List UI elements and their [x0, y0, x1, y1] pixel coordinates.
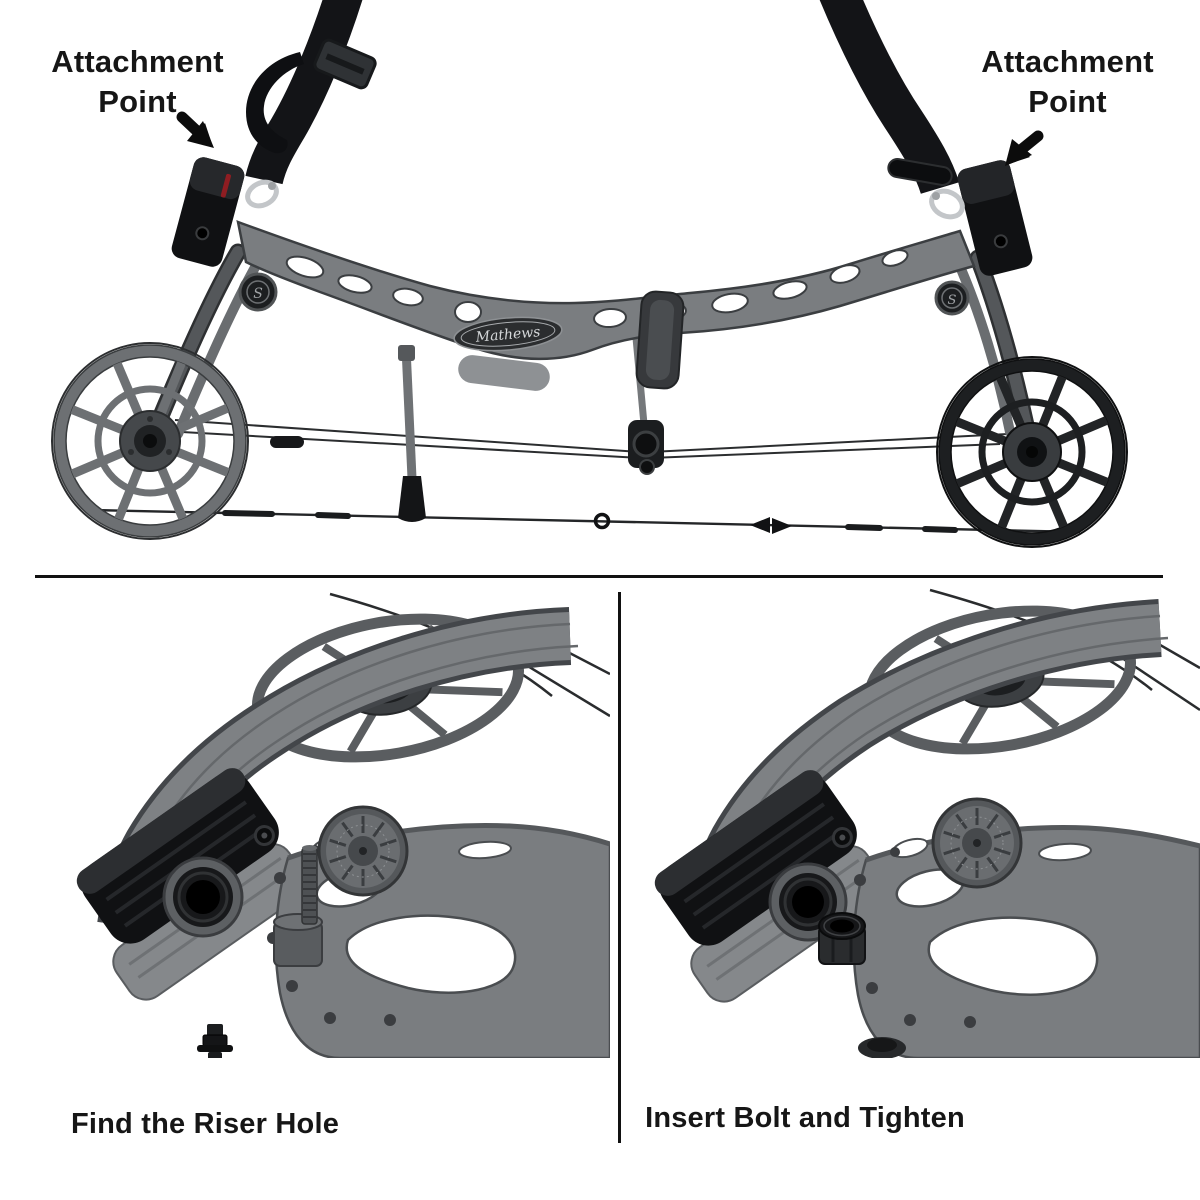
attachment-point-label-left: Attachment Point [25, 42, 250, 121]
riser: Mathews S S [236, 220, 976, 391]
horizontal-divider [35, 575, 1163, 578]
closeup-limb-pocket [76, 768, 279, 944]
right-cam [936, 356, 1128, 548]
bearing-disc [931, 797, 1023, 889]
riser-kidney-cutout [927, 916, 1099, 996]
cable-roller-guard [628, 420, 664, 475]
peep-sight [593, 512, 611, 530]
inserted-bolt-nut [818, 912, 866, 965]
panel-right-caption: Insert Bolt and Tighten [645, 1102, 965, 1134]
damper-emblem-right: S [934, 280, 970, 316]
sling-strap-left [245, 0, 377, 185]
insert-bolt-closeup [654, 588, 1200, 1058]
arrow-down-left-icon [1005, 130, 1044, 166]
bowstring [91, 508, 1081, 534]
brand-badge-text: Mathews [474, 324, 541, 346]
strap-buckle [313, 38, 377, 90]
riser-hole-closeup [76, 592, 610, 1058]
attachment-ring-left [245, 179, 279, 209]
attachment-point-label-left-line1: Attachment [51, 44, 224, 79]
grip [635, 290, 685, 390]
damper-emblem-left: S [238, 272, 278, 312]
svg-text:S: S [948, 293, 957, 308]
panel-left-caption: Find the Riser Hole [70, 1108, 340, 1140]
bearing-disc [317, 805, 409, 897]
svg-text:S: S [253, 286, 263, 302]
attachment-ring-right [929, 188, 965, 220]
vertical-divider [618, 592, 621, 1143]
under-riser-boss [858, 1037, 906, 1058]
strap-fold [246, 52, 304, 154]
arrow-down-right-icon [176, 111, 214, 148]
limb-pocket-right [957, 160, 1033, 276]
threaded-stud [273, 845, 323, 967]
cable-dampener [270, 436, 304, 448]
limb-pocket-left [171, 157, 245, 267]
sling-strap-right [819, 0, 960, 195]
attachment-point-label-right: Attachment Point [950, 42, 1185, 121]
compound-bow-illustration: Mathews S S [51, 0, 1128, 548]
loose-bolt [197, 1024, 233, 1058]
strap-toggle [887, 158, 953, 186]
riser-hole-bushing [162, 856, 244, 938]
attachment-point-label-right-line2: Point [1028, 83, 1107, 119]
left-cam [51, 342, 249, 540]
closeup-limb-pocket [654, 770, 857, 946]
attachment-point-label-right-line1: Attachment [981, 44, 1154, 79]
stabilizer [398, 345, 426, 522]
attachment-point-label-left-line2: Point [98, 83, 177, 119]
blurred-patch [458, 355, 550, 391]
brand-badge: Mathews [453, 316, 563, 352]
closeup-riser-plate [847, 824, 1200, 1058]
string-dampener [750, 517, 792, 534]
riser-kidney-cutout [345, 914, 517, 994]
